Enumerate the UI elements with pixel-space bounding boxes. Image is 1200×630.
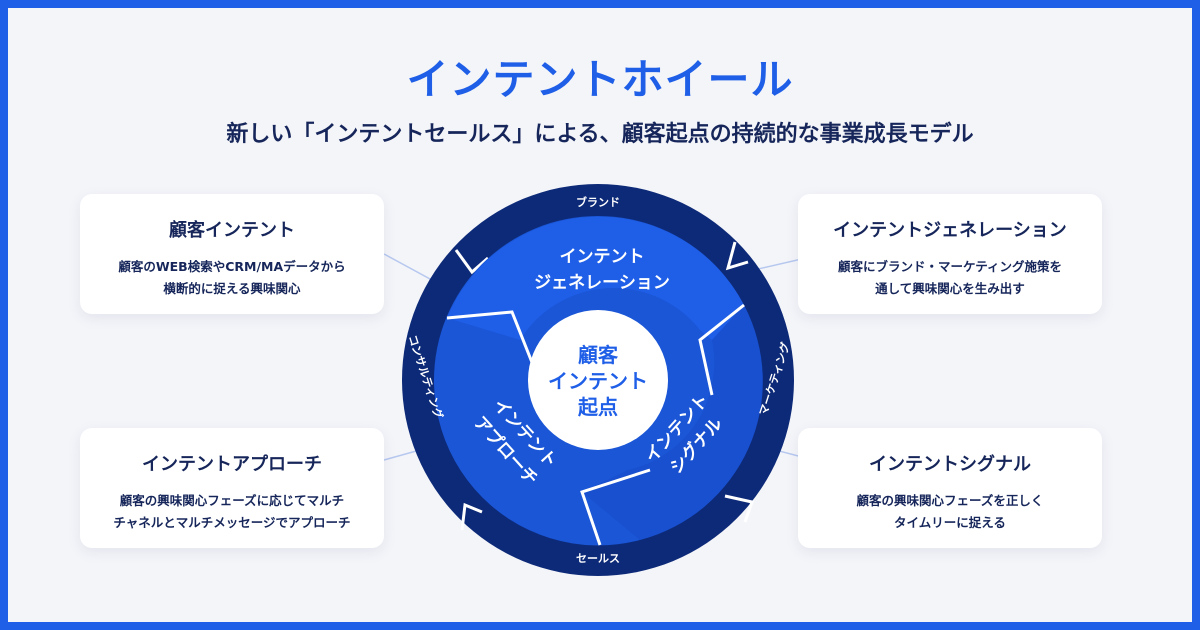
card-customer-intent: 顧客インテント 顧客のWEB検索やCRM/MAデータから 横断的に捉える興味関心 — [80, 194, 384, 314]
separator-right — [698, 303, 745, 396]
separator-bottom — [580, 468, 651, 546]
card-intent-generation-desc-line2: 通して興味関心を生み出す — [875, 281, 1025, 296]
card-customer-intent-desc-line1: 顧客のWEB検索やCRM/MAデータから — [118, 259, 346, 274]
card-intent-signal-desc-line1: 顧客の興味関心フェーズを正しく — [856, 493, 1044, 508]
card-intent-approach-desc-line2: チャネルとマルチメッセージでアプローチ — [113, 515, 351, 530]
card-intent-approach: インテントアプローチ 顧客の興味関心フェーズに応じてマルチ チャネルとマルチメッ… — [80, 428, 384, 548]
hub-circle — [528, 310, 668, 450]
card-intent-generation-desc-line1: 顧客にブランド・マーケティング施策を — [837, 259, 1062, 274]
segment-generation-label-line2: ジェネレーション — [534, 273, 670, 293]
page-subtitle: 新しい「インテントセールス」による、顧客起点の持続的な事業成長モデル — [226, 122, 974, 147]
card-customer-intent-desc-line2: 横断的に捉える興味関心 — [163, 281, 301, 296]
card-customer-intent-title: 顧客インテント — [169, 220, 295, 241]
ring-notch-top-left — [454, 249, 489, 275]
ring-notch-bottom-right — [724, 494, 754, 523]
card-intent-generation-title: インテントジェネレーション — [833, 220, 1067, 241]
page-title: インテントホイール — [406, 55, 794, 104]
segment-intent-approach — [434, 318, 640, 546]
card-intent-approach-desc-line1: 顧客の興味関心フェーズに応じてマルチ — [119, 493, 345, 508]
ring-label-sales: セールス — [576, 552, 620, 565]
card-intent-signal-title: インテントシグナル — [869, 454, 1031, 475]
card-intent-approach-title: インテントアプローチ — [142, 454, 322, 475]
card-intent-signal-desc-line2: タイムリーに捉える — [894, 515, 1006, 530]
segment-intent-signal — [582, 305, 763, 540]
ring-notch-bottom-left — [460, 502, 483, 531]
hub-label-line1: 顧客 — [578, 343, 619, 367]
segment-generation-label-line1: インテント — [560, 247, 645, 267]
card-intent-generation: インテントジェネレーション 顧客にブランド・マーケティング施策を 通して興味関心… — [798, 194, 1102, 314]
separator-left — [446, 310, 537, 371]
hub-label-line2: インテント — [548, 369, 648, 393]
ring-notch-top-right — [725, 241, 749, 271]
ring-label-brand: ブランド — [576, 195, 620, 209]
card-intent-signal: インテントシグナル 顧客の興味関心フェーズを正しく タイムリーに捉える — [798, 428, 1102, 548]
hub-label-line3: 起点 — [577, 395, 618, 419]
segment-intent-generation — [447, 216, 744, 340]
